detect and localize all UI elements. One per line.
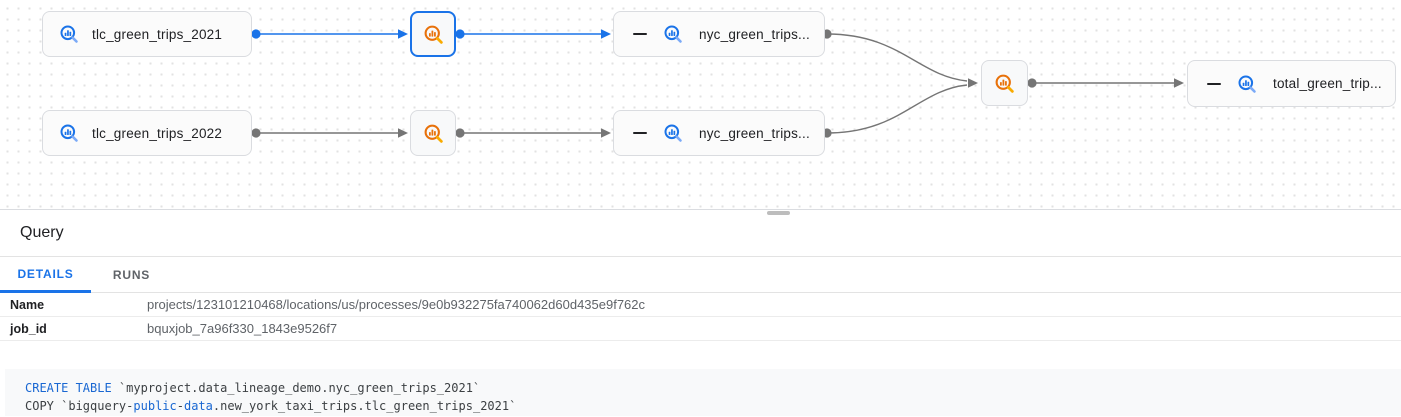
node-tlc-green-trips-2022[interactable]: tlc_green_trips_2022 [42,110,252,156]
sql-line-2: COPY `bigquery-public-data.new_york_taxi… [25,397,1401,415]
collapse-button[interactable] [632,125,648,141]
sql-text: COPY `bigquery [25,399,127,413]
process-node-union[interactable] [981,60,1028,106]
page-title: Query [0,210,1401,257]
collapse-button[interactable] [632,26,648,42]
panel-gap [0,341,1401,369]
process-node-2021[interactable] [410,11,456,57]
tab-runs[interactable]: RUNS [112,268,151,282]
node-label: total_green_trip... [1273,76,1382,91]
sql-keyword: CREATE TABLE [25,381,112,395]
sql-line-1: CREATE TABLE `myproject.data_lineage_dem… [25,379,1401,397]
edge-arrow [601,29,611,39]
port-dot [251,128,261,138]
lineage-edges [251,29,1184,138]
row-label: Name [10,297,45,312]
bigquery-job-icon [424,25,443,44]
edge-arrow [968,78,978,88]
resize-drag-handle[interactable] [767,211,790,215]
row-value: projects/123101210468/locations/us/proce… [147,297,646,312]
port-dot [1027,78,1037,88]
bigquery-table-icon [60,124,78,142]
sql-text: .new_york_taxi_trips.tlc_green_trips_202… [212,399,517,413]
edge-arrow [398,29,408,39]
row-value: bquxjob_7a96f330_1843e9526f7 [147,321,338,336]
bigquery-table-icon [1238,75,1256,93]
node-total-green-trips[interactable]: total_green_trip... [1187,60,1396,107]
process-node-2022[interactable] [410,110,456,156]
bigquery-table-icon [60,25,78,43]
tab-details[interactable]: DETAILS [0,257,91,293]
bigquery-job-icon [995,74,1014,93]
tab-bar: DETAILS RUNS [0,257,1401,293]
edge-nyc2021-union [826,33,968,82]
node-label: tlc_green_trips_2021 [92,26,223,42]
edge-arrow [398,128,408,138]
lineage-graph[interactable]: tlc_green_trips_2021 nyc_green_trips... [0,0,1401,210]
port-dot [455,29,465,39]
bigquery-job-icon [424,124,443,143]
sql-text: - [176,399,184,413]
minus-icon [633,33,647,35]
sql-text: `myproject.data_lineage_demo.nyc_green_t… [111,381,481,395]
sql-code-block: CREATE TABLE `myproject.data_lineage_dem… [5,369,1401,416]
table-row-job-id: job_id bquxjob_7a96f330_1843e9526f7 [0,317,1401,341]
sql-keyword: data [183,399,213,413]
node-label: nyc_green_trips... [699,125,810,141]
minus-icon [633,132,647,134]
node-label: tlc_green_trips_2022 [92,125,223,141]
node-label: nyc_green_trips... [699,26,810,42]
edge-nyc2022-union [826,84,968,134]
collapse-button[interactable] [1206,76,1222,92]
bigquery-table-icon [664,25,682,43]
sql-keyword: public [133,399,177,413]
node-nyc-green-trips-2022[interactable]: nyc_green_trips... [613,110,825,156]
node-tlc-green-trips-2021[interactable]: tlc_green_trips_2021 [42,11,252,57]
node-nyc-green-trips-2021[interactable]: nyc_green_trips... [613,11,825,57]
minus-icon [1207,82,1221,85]
row-label: job_id [10,321,47,336]
port-dot [251,29,261,39]
port-dot [455,128,465,138]
sql-text: - [126,399,134,413]
table-row-name: Name projects/123101210468/locations/us/… [0,293,1401,317]
edge-arrow [601,128,611,138]
bigquery-table-icon [664,124,682,142]
edge-arrow [1174,78,1184,88]
